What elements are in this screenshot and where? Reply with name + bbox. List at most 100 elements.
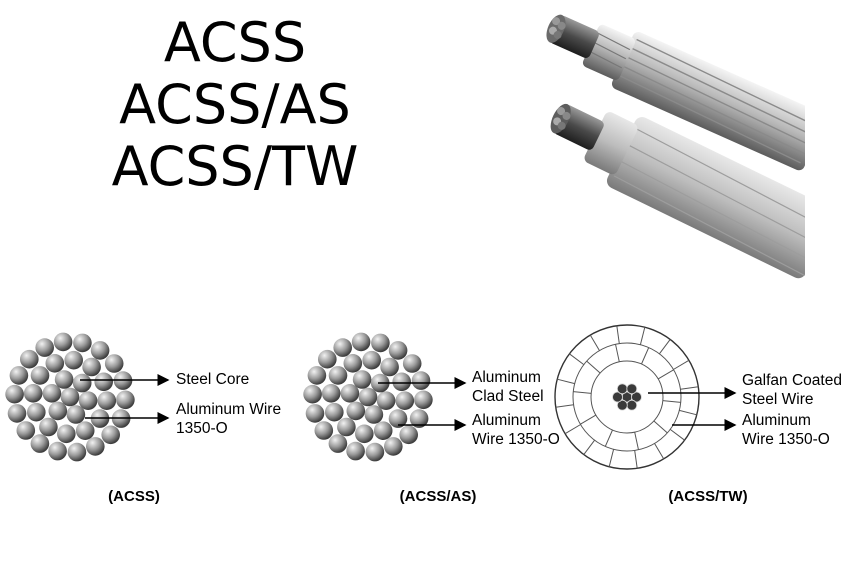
tw-divider <box>608 449 615 467</box>
label-aluminum-clad: Aluminum <box>472 369 541 386</box>
wire-strand <box>101 425 120 445</box>
wire-strand <box>388 409 408 428</box>
wire-strand <box>86 437 105 456</box>
tw-divider <box>589 334 600 351</box>
steel-core-strand <box>612 391 623 403</box>
label-1350-o: 1350-O <box>176 420 228 437</box>
wire-strand <box>53 332 73 352</box>
wire-strand <box>352 370 372 389</box>
wire-strand <box>72 373 92 393</box>
wire-strand <box>94 372 113 392</box>
tw-divider <box>679 409 697 416</box>
wire-strand <box>380 357 399 377</box>
tw-divider <box>639 327 646 345</box>
wire-strand <box>402 354 422 373</box>
steel-core-strand <box>631 391 642 403</box>
tw-divider <box>662 400 681 403</box>
label-galfan-coated: Galfan Coated <box>742 372 842 389</box>
wire-strand <box>97 391 117 411</box>
title-line-acss-tw: ACSS/TW <box>111 135 359 198</box>
tw-divider <box>564 424 581 435</box>
wire-strand <box>346 401 366 421</box>
caption-acss: (ACSS) <box>108 488 160 505</box>
label-wire-1350-o-tw: Wire 1350-O <box>742 431 830 448</box>
wire-strand <box>388 341 408 360</box>
wire-strand <box>67 442 87 462</box>
tw-divider <box>680 386 699 390</box>
tw-divider <box>673 359 690 370</box>
wire-strand <box>16 421 36 440</box>
tw-divider <box>653 420 668 434</box>
wire-strand <box>376 391 396 411</box>
tw-divider <box>573 391 592 394</box>
steel-core-strand <box>616 399 628 411</box>
label-wire-1350-o-as: Wire 1350-O <box>472 431 560 448</box>
wire-strand <box>399 425 419 445</box>
wire-strand <box>321 384 341 403</box>
title-line-acss: ACSS <box>163 11 307 74</box>
wire-strand <box>5 384 24 404</box>
wire-strand <box>27 402 46 422</box>
tw-divider <box>569 353 585 366</box>
tw-divider <box>634 450 638 469</box>
tw-divider <box>580 414 597 425</box>
wire-strand <box>343 354 363 373</box>
wire-strand <box>411 371 431 390</box>
wire-strand <box>90 341 110 360</box>
label-clad-steel: Clad Steel <box>472 388 544 405</box>
title-block: ACSS ACSS/AS ACSS/TW <box>70 12 400 198</box>
wire-strand <box>328 434 348 453</box>
wire-strand <box>48 401 68 421</box>
wire-strand <box>64 350 83 370</box>
wire-strand <box>325 402 344 422</box>
wire-strand <box>307 366 327 385</box>
wire-strand <box>39 417 58 437</box>
wire-strand <box>60 387 80 407</box>
label-steel-core: Steel Core <box>176 371 250 388</box>
wire-strand <box>362 350 382 370</box>
acss-as-cross-section <box>303 332 433 462</box>
wire-strand <box>314 421 334 440</box>
wire-strand <box>384 437 403 456</box>
tw-divider <box>641 347 650 365</box>
wire-strand <box>42 384 62 403</box>
wire-strand <box>337 417 356 437</box>
acss-cross-section <box>5 332 135 462</box>
steel-core-strand <box>626 399 638 411</box>
wire-strand <box>365 442 385 462</box>
wire-strand <box>48 441 67 461</box>
title-line-acss-as: ACSS/AS <box>119 73 351 136</box>
wire-strand <box>409 409 429 428</box>
wire-strand <box>104 354 124 373</box>
wire-strand <box>305 404 325 423</box>
wire-strand <box>23 384 43 403</box>
tw-divider <box>616 325 620 344</box>
wire-strand <box>30 366 50 385</box>
label-aluminum-as: Aluminum <box>472 412 541 429</box>
wire-strand <box>358 387 378 407</box>
tw-divider <box>615 344 620 362</box>
tw-divider <box>557 378 575 385</box>
wire-strand <box>392 372 412 392</box>
cable-photo <box>546 14 805 279</box>
lower-cable <box>550 103 805 279</box>
wire-strand <box>35 338 54 357</box>
label-aluminum-wire: Aluminum Wire <box>176 401 282 418</box>
tw-divider <box>555 404 574 408</box>
upper-cable <box>546 14 805 171</box>
steel-core-strand <box>626 383 638 395</box>
wire-strand <box>66 405 86 424</box>
wire-strand <box>303 384 322 404</box>
tw-divider <box>604 429 613 447</box>
wire-strand <box>373 421 393 441</box>
tw-divider <box>654 443 665 460</box>
tw-divider <box>657 369 674 380</box>
wire-strand <box>75 421 95 441</box>
wire-strand <box>346 441 365 461</box>
tw-divider <box>659 339 671 355</box>
tw-divider <box>586 360 601 374</box>
wire-strand <box>57 424 76 444</box>
caption-acss-as: (ACSS/AS) <box>399 488 477 505</box>
acss-tw-cross-section <box>554 324 700 470</box>
